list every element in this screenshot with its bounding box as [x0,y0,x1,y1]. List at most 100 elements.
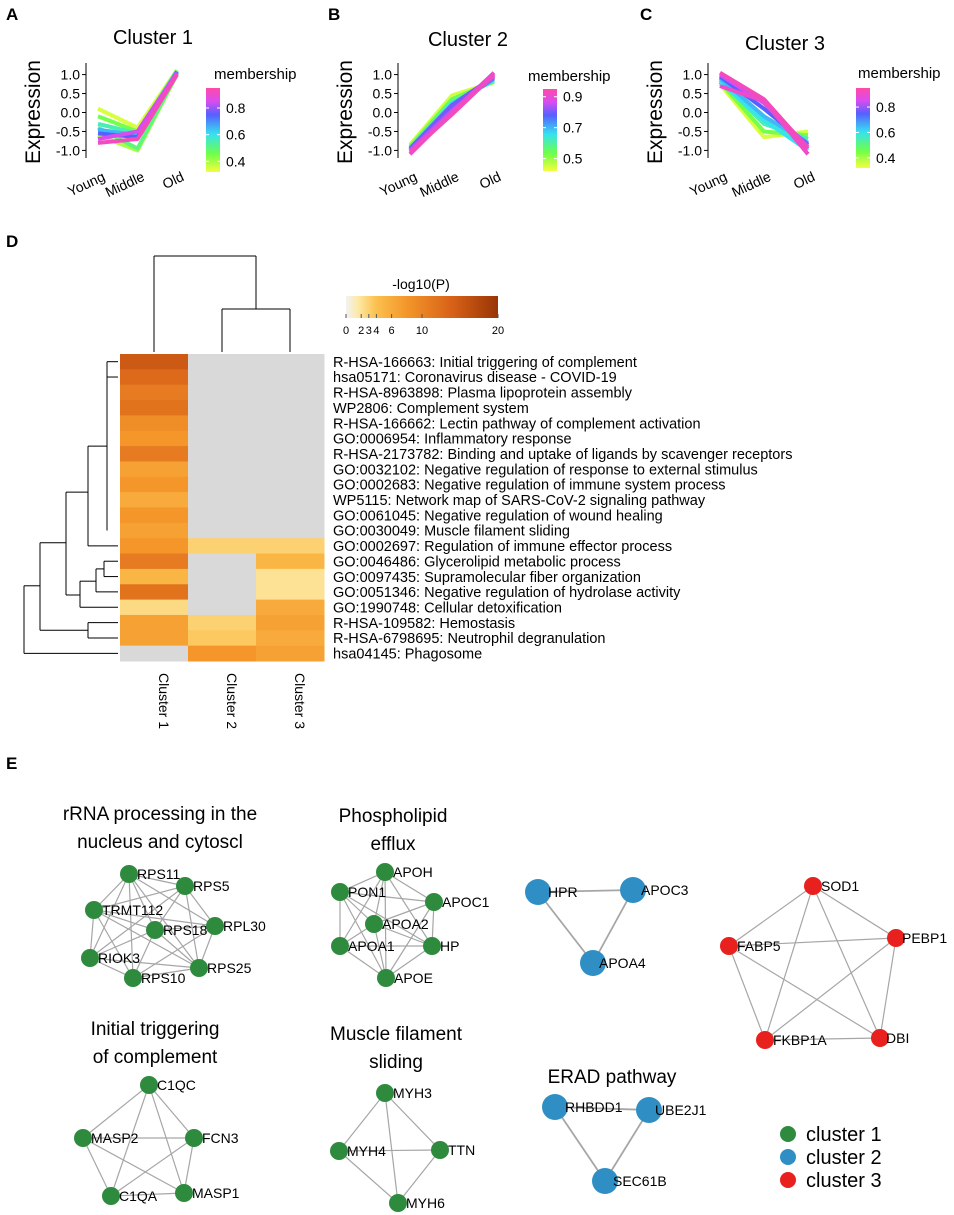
heatmap-cell [120,430,189,447]
series-line [97,69,179,136]
heatmap-legend-tick-label: 2 [358,325,364,337]
heatmap-cell [188,507,257,524]
heatmap-cell [188,630,257,647]
heatmap-cell [120,538,189,555]
network-edge [764,885,814,1041]
heatmap-cell [120,461,189,478]
network-edge [148,1084,195,1139]
heatmap-row-label: GO:0051346: Negative regulation of hydro… [333,585,681,601]
heatmap-row-label: GO:0032102: Negative regulation of respo… [333,462,758,478]
y-tick-label: -0.5 [678,123,702,139]
heatmap-cell [256,446,325,462]
network-node-label: C1QC [157,1077,196,1093]
heatmap-legend-tick-label: 3 [366,325,372,337]
network-edge [385,901,435,979]
network-edge [89,929,156,959]
heatmap-cell [188,400,257,416]
legend-colorbar [206,88,220,172]
heatmap-row-label: R-HSA-2173782: Binding and uptake of lig… [333,447,792,463]
network-node-label: MYH6 [406,1195,445,1211]
network-node-label: APOA4 [599,955,646,971]
series-line [718,70,810,150]
network-legend-label: cluster 1 [806,1124,882,1146]
network-edge [110,1084,150,1197]
y-tick-label: 0.5 [61,86,81,102]
heatmap-cell [256,630,325,647]
network-edge [128,873,216,927]
network-node [377,969,395,987]
heatmap-legend-title: -log10(P) [392,276,450,292]
network-node-label: UBE2J1 [655,1102,707,1118]
heatmap-cell [188,354,257,370]
network-title: Initial triggering [91,1019,220,1040]
network-edge [132,967,200,979]
network-edge [89,885,186,959]
legend-tick-label: 0.8 [876,99,896,115]
y-tick-label: -1.0 [678,142,702,158]
y-tick-label: 1.0 [373,67,393,83]
network-legend-dot [780,1172,796,1188]
x-tick-label: Young [65,168,107,199]
y-tick-label: -0.5 [368,123,392,139]
x-tick-label: Old [477,168,504,192]
y-tick-label: 1.0 [683,67,703,83]
network-edge [93,909,216,927]
heatmap-cell [256,553,325,570]
network-edge [339,891,433,947]
heatmap-row-label: GO:0006954: Inflammatory response [333,432,572,448]
heatmap-cell [188,476,257,493]
network-node-label: APOH [393,864,433,880]
heatmap-cell [120,507,189,524]
network-node [580,950,606,976]
heatmap-cell [120,492,189,508]
y-tick-label: -1.0 [368,142,392,158]
network-node [81,949,99,967]
network-node-label: DBI [886,1030,909,1046]
legend-tick-label: 0.9 [563,89,583,105]
heatmap-cell [120,415,189,432]
network-node-label: FKBP1A [773,1032,827,1048]
network-node [365,915,383,933]
series-line [408,73,496,154]
heatmap-cell [120,522,189,539]
heatmap-cell [256,415,325,432]
legend-colorbar [543,89,557,171]
network-node-label: PEBP1 [902,930,947,946]
network-node-label: C1QA [119,1188,158,1204]
network-edge [89,957,200,969]
network-node [124,969,142,987]
network-node-label: PON1 [348,884,386,900]
heatmap-row-label: R-HSA-8963898: Plasma lipoprotein assemb… [333,386,633,402]
heatmap-legend-tick-label: 0 [343,325,349,337]
series-line [97,73,179,145]
network-edge [373,923,433,947]
network-edge [338,1150,399,1204]
chart-title: Cluster 1 [113,27,193,49]
x-tick-label: Young [687,168,729,199]
network-title: efflux [370,834,416,855]
heatmap-cell [120,384,189,401]
network-edge [339,891,435,903]
network-title: Muscle filament [330,1024,463,1045]
network-edge [183,1137,195,1194]
y-tick-label: 0.5 [373,86,393,102]
heatmap-cell [120,354,189,370]
y-axis-label: Expression [644,60,667,164]
x-tick-label: Old [791,168,818,192]
network-edge [728,885,814,947]
y-tick-label: 0.5 [683,86,703,102]
network-edge [128,873,134,979]
heatmap-row-label: GO:0030049: Muscle filament sliding [333,524,570,540]
heatmap-cell [256,354,325,370]
heatmap-cell [120,614,189,631]
panel-letter-c: C [640,5,652,24]
heatmap-row-label: hsa05171: Coronavirus disease - COVID-19 [333,370,617,386]
network-legend-label: cluster 2 [806,1147,882,1169]
heatmap-cell [120,446,189,462]
